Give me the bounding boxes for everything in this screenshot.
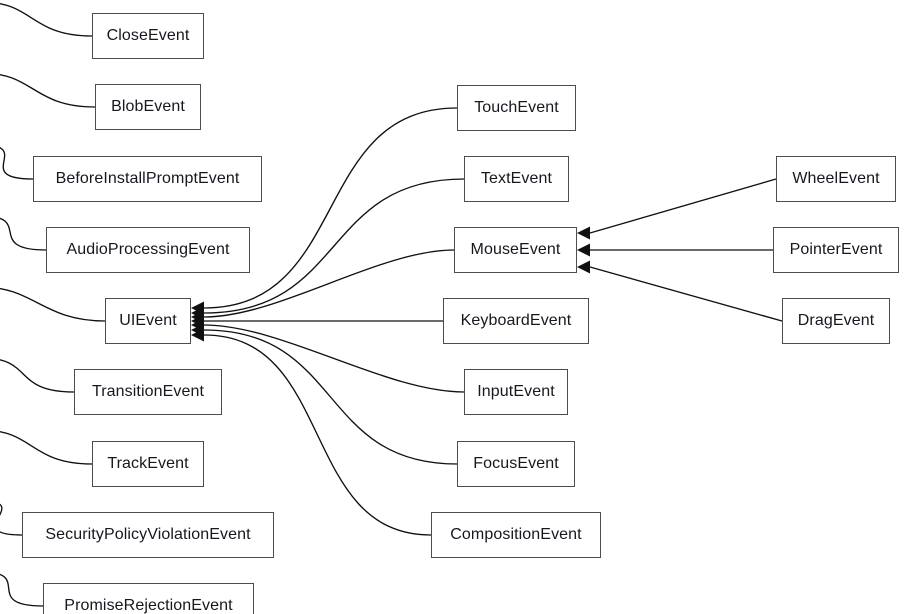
class-node-uievent[interactable]: UIEvent (105, 298, 191, 344)
class-node-securitypolicyviolationevent[interactable]: SecurityPolicyViolationEvent (22, 512, 274, 558)
class-node-mouseevent[interactable]: MouseEvent (454, 227, 577, 273)
class-node-blobevent[interactable]: BlobEvent (95, 84, 201, 130)
class-node-label: TrackEvent (107, 455, 189, 472)
class-node-label: CompositionEvent (450, 526, 582, 543)
class-node-textevent[interactable]: TextEvent (464, 156, 569, 202)
class-node-label: BlobEvent (111, 98, 185, 115)
class-node-label: TextEvent (480, 170, 553, 187)
class-node-transitionevent[interactable]: TransitionEvent (74, 369, 222, 415)
class-node-touchevent[interactable]: TouchEvent (457, 85, 576, 131)
class-node-label: PointerEvent (789, 241, 883, 258)
class-node-keyboardevent[interactable]: KeyboardEvent (443, 298, 589, 344)
class-node-label: CloseEvent (106, 27, 190, 44)
class-node-beforeinstallpromptevent[interactable]: BeforeInstallPromptEvent (33, 156, 262, 202)
class-node-label: BeforeInstallPromptEvent (55, 170, 240, 187)
class-node-label: UIEvent (119, 312, 177, 329)
class-node-dragevent[interactable]: DragEvent (782, 298, 890, 344)
class-node-inputevent[interactable]: InputEvent (464, 369, 568, 415)
class-node-wheelevent[interactable]: WheelEvent (776, 156, 896, 202)
class-node-focusevent[interactable]: FocusEvent (457, 441, 575, 487)
class-node-label: TransitionEvent (91, 383, 205, 400)
class-node-label: KeyboardEvent (460, 312, 572, 329)
class-node-label: MouseEvent (470, 241, 561, 258)
class-node-compositionevent[interactable]: CompositionEvent (431, 512, 601, 558)
class-node-label: FocusEvent (473, 455, 559, 472)
class-node-label: SecurityPolicyViolationEvent (45, 526, 251, 543)
class-node-label: WheelEvent (792, 170, 880, 187)
class-node-pointerevent[interactable]: PointerEvent (773, 227, 899, 273)
class-node-label: AudioProcessingEvent (66, 241, 230, 258)
class-node-label: PromiseRejectionEvent (64, 597, 233, 614)
class-node-trackevent[interactable]: TrackEvent (92, 441, 204, 487)
class-node-audioprocessingevent[interactable]: AudioProcessingEvent (46, 227, 250, 273)
class-node-promiserejectionevent[interactable]: PromiseRejectionEvent (43, 583, 254, 614)
class-node-label: TouchEvent (474, 99, 559, 116)
class-node-label: DragEvent (797, 312, 875, 329)
class-node-label: InputEvent (477, 383, 555, 400)
class-node-closeevent[interactable]: CloseEvent (92, 13, 204, 59)
